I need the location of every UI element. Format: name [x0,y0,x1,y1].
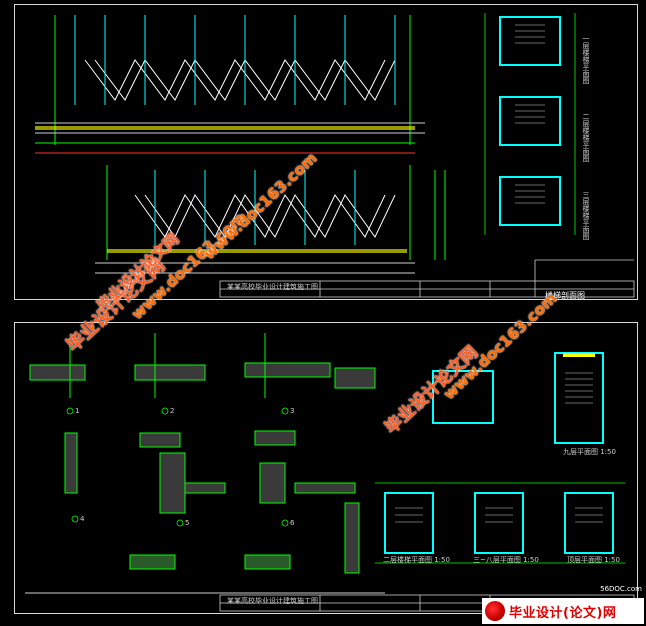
globe-icon [485,601,505,621]
detail-label: 6 [290,519,295,527]
stair-details-drawing [25,333,635,612]
title-block-note: 某某高校毕业设计建筑施工图 [227,597,318,605]
drawing-sheet-stair-details: 某某高校毕业设计建筑施工图 1 2 3 4 5 6 二层楼梯平面图 1:50 三… [14,322,638,614]
plan-label: 九层平面图 1:50 [563,448,616,456]
plan-label: 二层楼梯平面图 [582,113,590,162]
title-block-note: 某某高校毕业设计建筑施工图 [227,283,318,291]
brand-name: 毕业设计(论文)网 [509,605,617,621]
plan-label: 三层楼梯平面图 [582,191,590,240]
drawing-title: 楼梯剖面图 [545,291,585,300]
plan-label: 二层楼梯平面图 1:50 [383,556,450,564]
plan-label: 顶层平面图 1:50 [567,556,620,564]
site-name: 56DOC.com [600,585,642,593]
plan-label: 三~八层平面图 1:50 [473,556,539,564]
stair-section-drawing [35,13,635,298]
plan-label: 一层楼梯平面图 [582,35,590,84]
detail-label: 1 [75,407,80,415]
brand-logo: 毕业设计(论文)网 [482,598,644,624]
detail-label: 5 [185,519,190,527]
detail-label: 3 [290,407,295,415]
detail-label: 4 [80,515,85,523]
detail-label: 2 [170,407,175,415]
drawing-sheet-stair-section: 某某高校毕业设计建筑施工图 楼梯剖面图 一层楼梯平面图 二层楼梯平面图 三层楼梯… [14,4,638,300]
